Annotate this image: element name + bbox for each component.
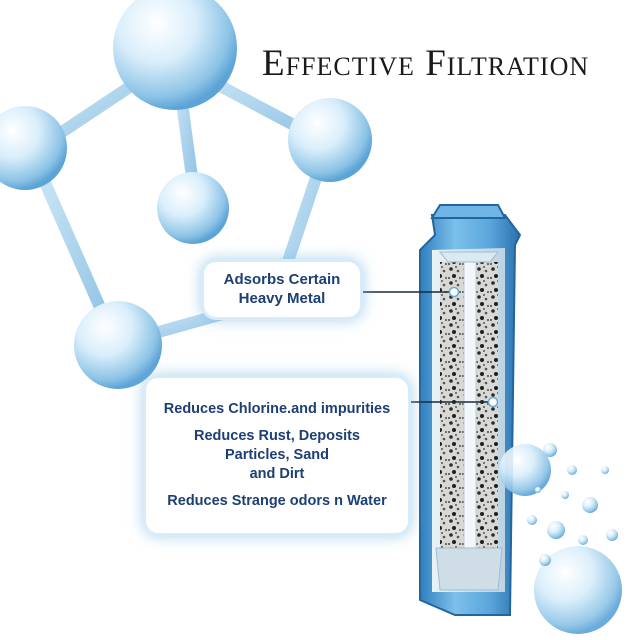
pointer-lines <box>360 291 492 403</box>
water-bubbles <box>499 443 622 634</box>
cartridge-cap <box>430 204 507 219</box>
page-title: Effective Filtration <box>262 43 590 84</box>
pointer-dot-lower <box>487 396 499 408</box>
molecule-sphere-right <box>288 98 372 182</box>
heavy-metal-callout: Adsorbs Certain Heavy Metal <box>204 262 360 317</box>
rust-benefit-line-1: Reduces Rust, Deposits <box>194 428 360 444</box>
rust-benefit-line-2: Particles, Sand <box>225 447 329 463</box>
odor-benefit: Reduces Strange odors n Water <box>167 493 387 509</box>
filter-cartridge <box>419 204 522 616</box>
cartridge-bottom-base <box>435 547 503 591</box>
heavy-metal-line-2: Heavy Metal <box>238 290 326 307</box>
molecule-spheres <box>0 0 372 389</box>
molecule-sphere-left <box>0 106 67 190</box>
large-water-bubble <box>534 546 622 634</box>
heavy-metal-line-1: Adsorbs Certain <box>223 271 341 288</box>
center-tube <box>463 261 477 549</box>
pointer-dot-upper <box>448 286 460 298</box>
rust-benefit-line-3: and Dirt <box>249 466 305 482</box>
molecule-sphere-top <box>113 0 237 110</box>
chlorine-benefit: Reduces Chlorine.and impurities <box>163 401 391 417</box>
molecule-sphere-center <box>157 172 229 244</box>
benefits-callout: Reduces Chlorine.and impurities Reduces … <box>146 378 408 533</box>
cartridge-top-disc <box>438 251 500 263</box>
molecule-sphere-bottom <box>74 301 162 389</box>
